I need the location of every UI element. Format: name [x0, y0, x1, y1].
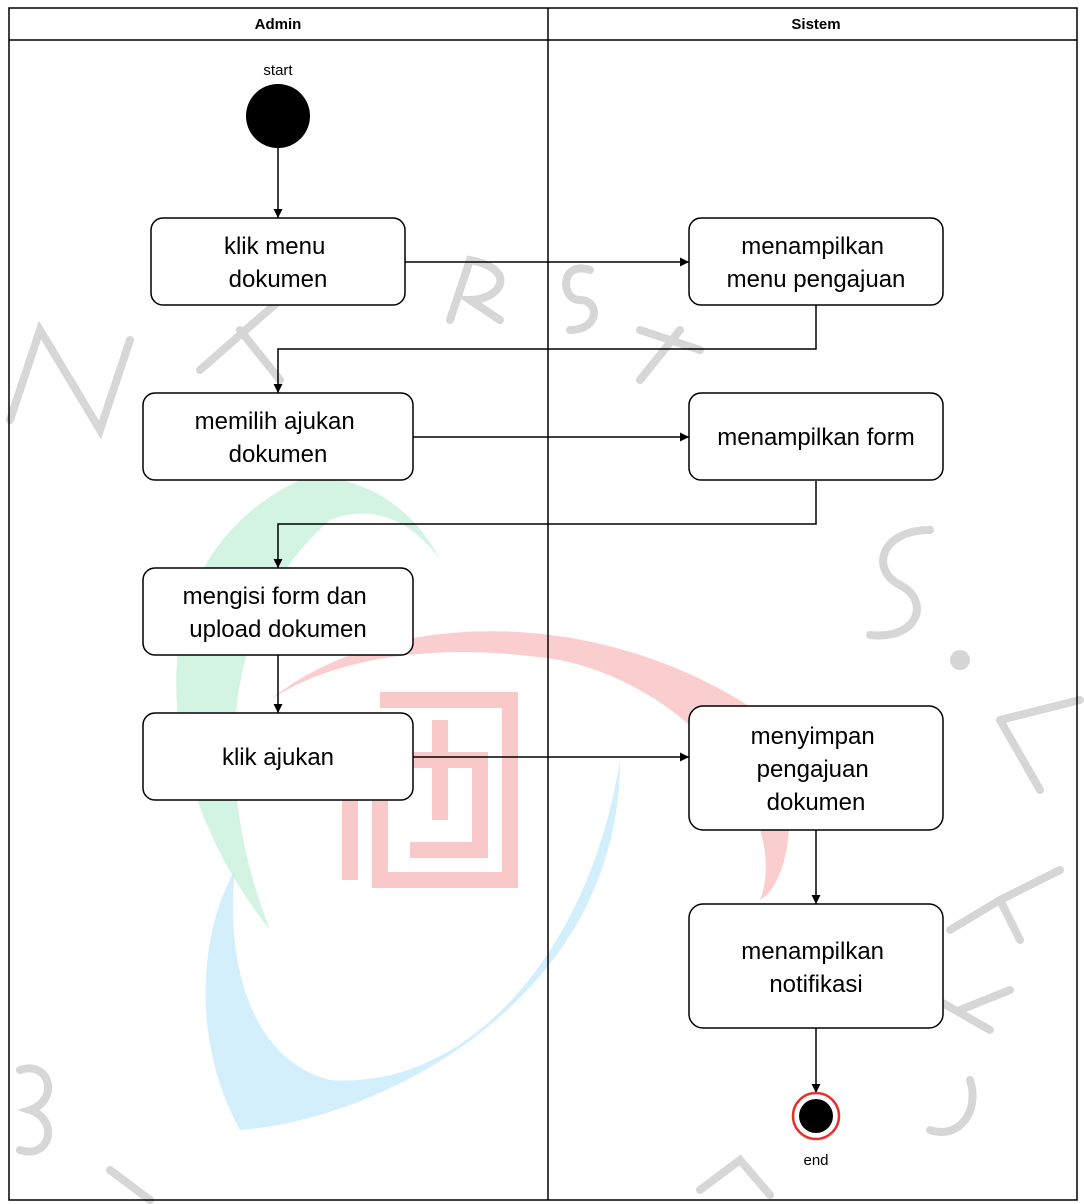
activity-menampilkan-notifikasi: menampilkan notifikasi — [688, 903, 944, 1029]
activity-klik-menu: klik menu dokumen — [150, 217, 406, 306]
watermark-dot — [950, 650, 970, 670]
watermark-letters — [6, 255, 1084, 1204]
activity-klik-ajukan: klik ajukan — [142, 712, 414, 801]
watermark-letter-s — [562, 264, 598, 334]
activity-label: memilih ajukan dokumen — [195, 408, 362, 468]
watermark-letter-t — [636, 326, 704, 384]
watermark-letter-a — [996, 696, 1084, 794]
start-circle — [246, 84, 310, 148]
watermark-letter-y2 — [696, 1154, 774, 1199]
activity-box — [142, 712, 414, 801]
end-inner-circle — [799, 1099, 833, 1133]
activity-label: menampilkan notifikasi — [741, 938, 890, 998]
watermark-letter-y — [946, 866, 1064, 944]
watermark-blue-swoosh — [205, 760, 620, 1130]
lane-title-sistem: Sistem — [791, 16, 840, 33]
activity-box — [142, 567, 414, 656]
watermark-letter-n — [6, 320, 134, 440]
watermark-letter-v — [196, 296, 284, 374]
activity-box — [142, 392, 414, 481]
activity-box — [688, 903, 944, 1029]
activity-label: klik ajukan — [222, 744, 334, 771]
watermark-letter-j — [926, 1076, 977, 1136]
activity-label: mengisi form dan upload dokumen — [183, 583, 374, 643]
watermark-letter-b — [16, 1064, 52, 1156]
swimlane-frame — [8, 7, 1078, 1201]
activity-memilih-ajukan: memilih ajukan dokumen — [142, 392, 414, 481]
start-label: start — [263, 62, 293, 79]
end-label: end — [803, 1152, 828, 1169]
activity-box — [688, 392, 944, 481]
end-node: end — [791, 1091, 841, 1169]
watermark-letter-i — [236, 326, 284, 384]
watermark-letter-a3 — [106, 1166, 154, 1204]
flow-menampilkan-form-to-mengisi — [273, 481, 817, 568]
swimlanes: Admin Sistem — [8, 7, 1078, 1201]
activity-box — [150, 217, 406, 306]
watermark-letter-r — [446, 255, 505, 324]
activity-menampilkan-menu: menampilkan menu pengajuan — [688, 217, 944, 306]
activity-menampilkan-form: menampilkan form — [688, 392, 944, 481]
activity-label: menampilkan form — [717, 424, 914, 451]
activity-menyimpan: menyimpan pengajuan dokumen — [688, 705, 944, 831]
start-node: start — [246, 62, 310, 148]
activity-label: menyimpan pengajuan dokumen — [751, 723, 882, 816]
flow-arrows — [273, 144, 821, 1093]
watermark-letter-s2 — [866, 526, 934, 640]
flow-menampilkan-menu-to-memilih — [273, 305, 817, 393]
activity-label: menampilkan menu pengajuan — [727, 233, 906, 293]
activity-mengisi-form: mengisi form dan upload dokumen — [142, 567, 414, 656]
activity-label: klik menu dokumen — [224, 233, 332, 293]
lane-title-admin: Admin — [255, 16, 302, 33]
activity-box — [688, 705, 944, 831]
watermark-red-arc — [270, 631, 790, 900]
activity-box — [688, 217, 944, 306]
